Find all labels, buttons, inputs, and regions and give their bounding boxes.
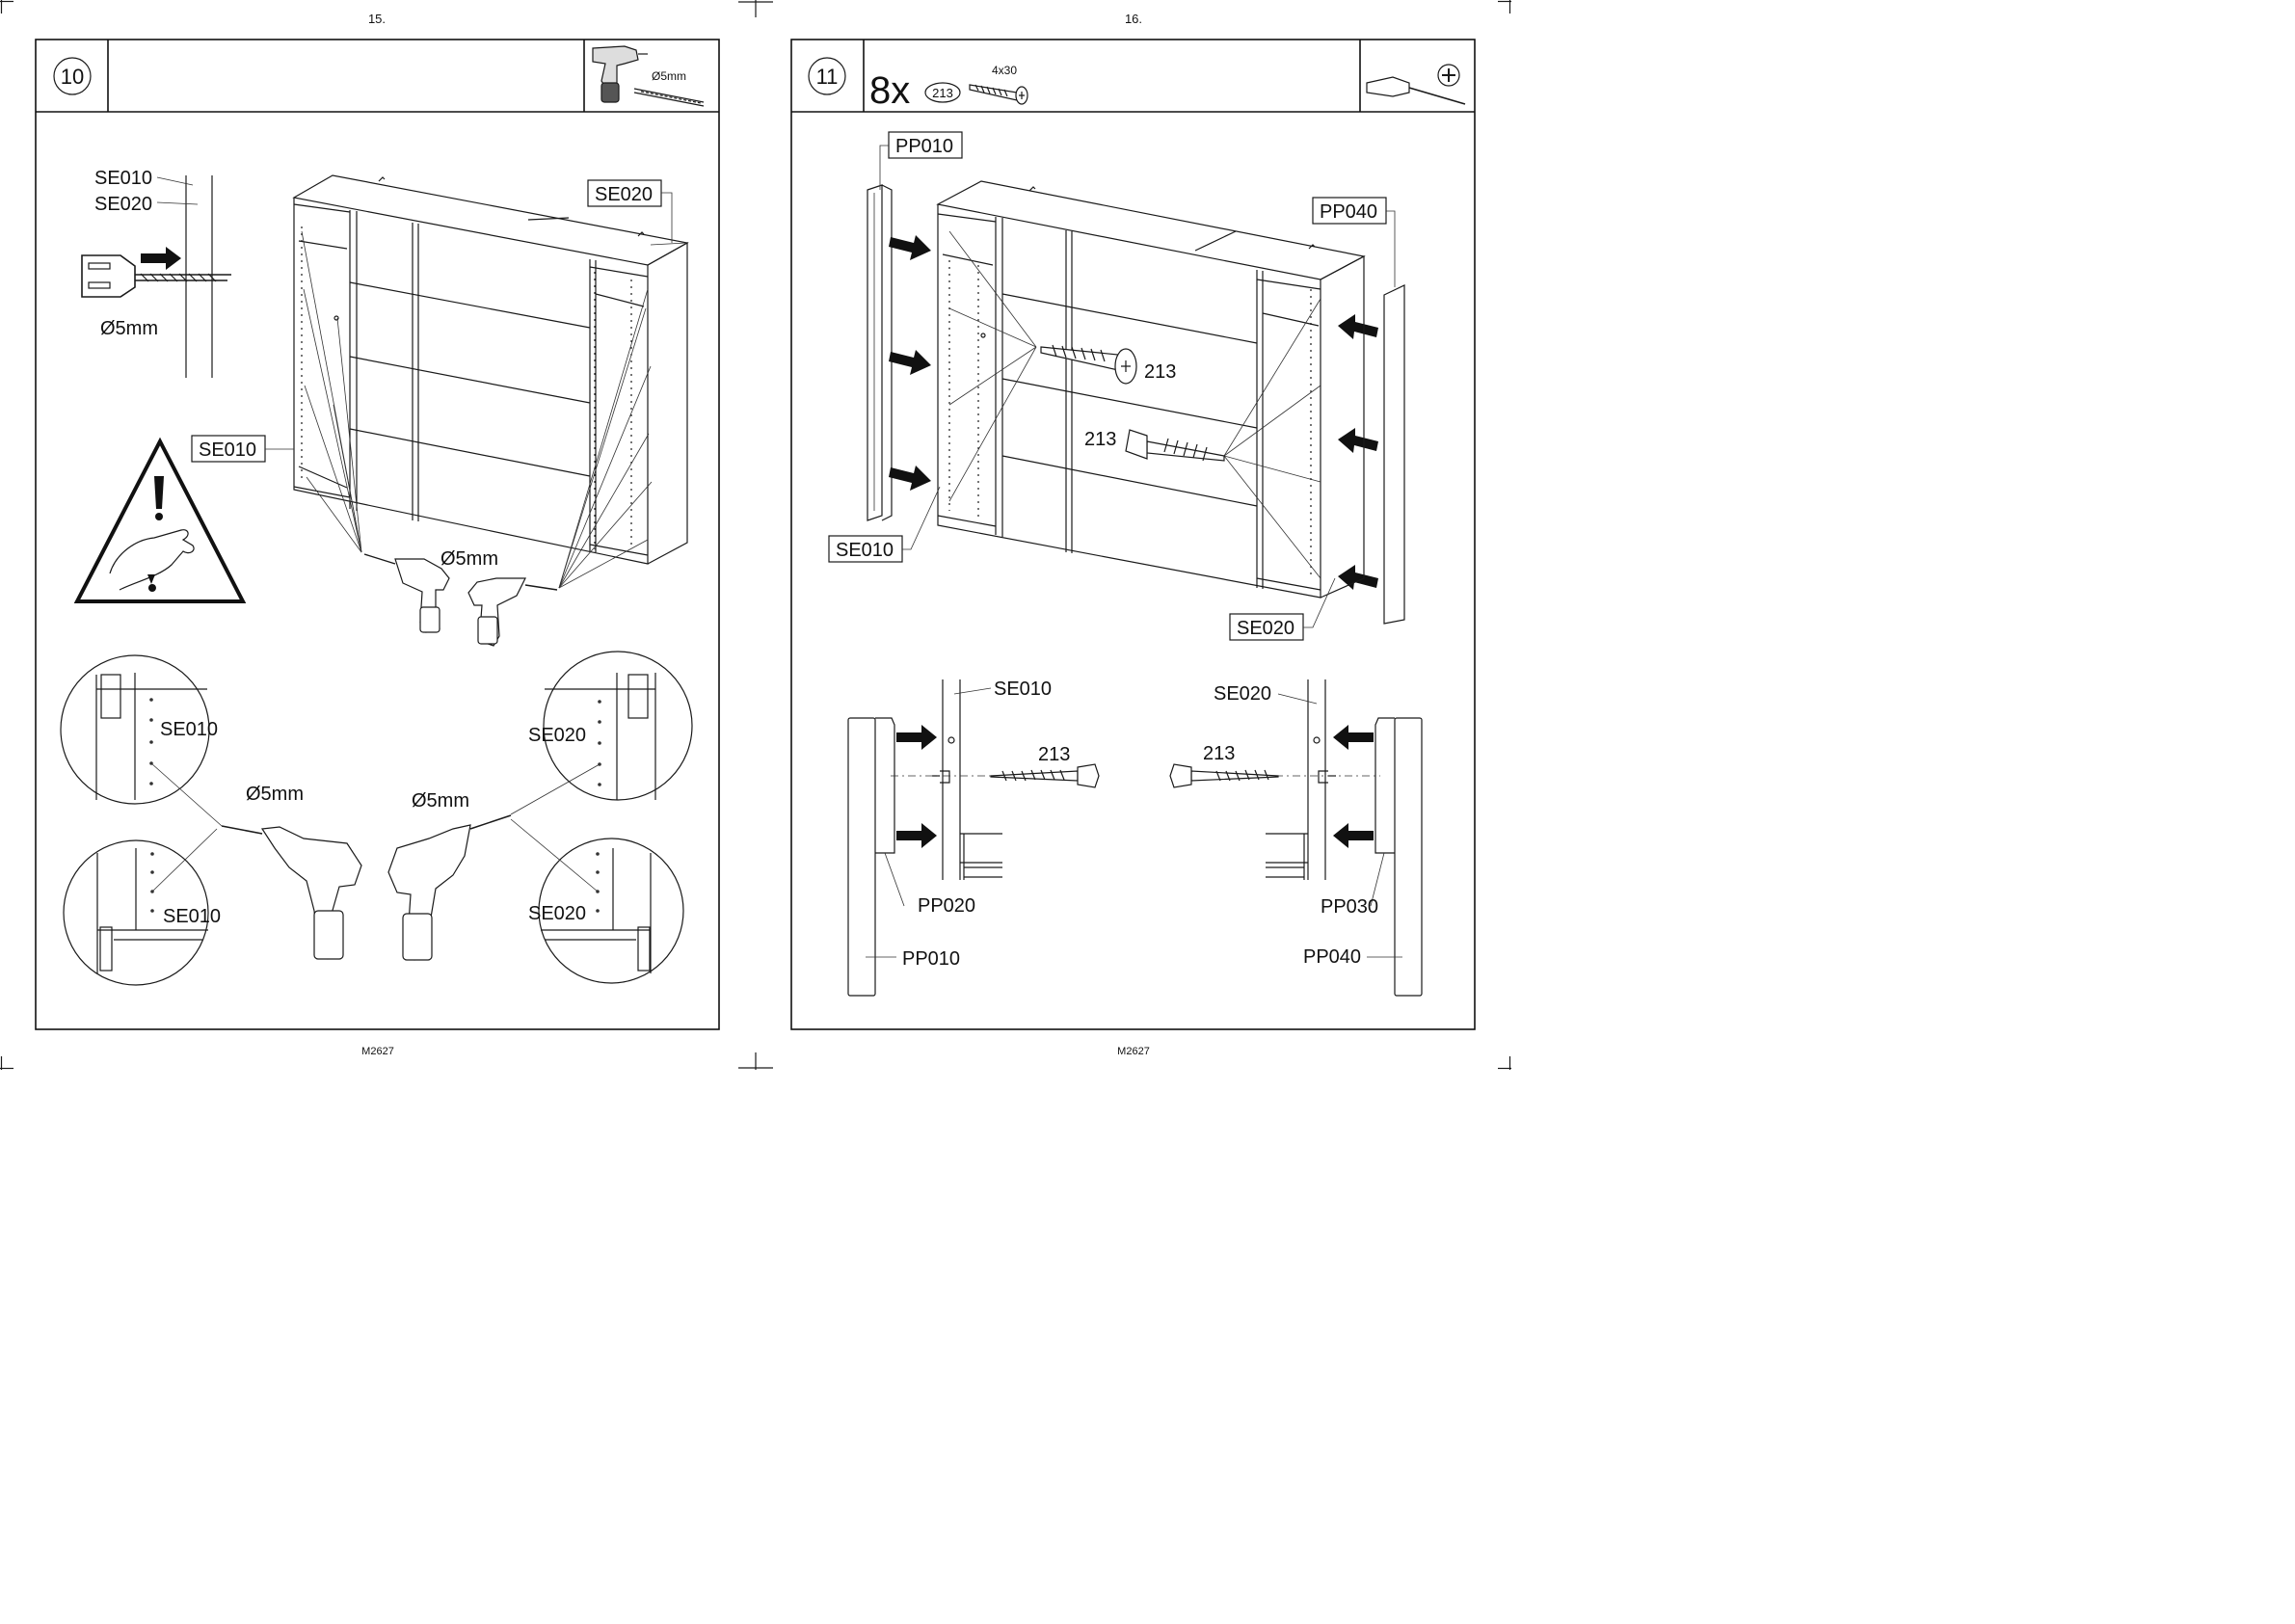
circle-bl-label: SE010 [163,906,221,927]
quantity: 8x [869,69,910,112]
crop-marks [0,0,1511,1070]
se020-label: SE020 [1237,618,1294,639]
se010-label: SE010 [836,540,894,561]
circle-tl-label: SE010 [160,719,218,740]
se020-cabinet-label: SE020 [595,184,653,205]
screw-icon [970,85,1027,104]
screw-213-upper-icon [1041,345,1136,384]
page-number: 16. [1125,12,1142,26]
page-number: 15. [368,12,386,26]
detail-pp020-label: PP020 [918,895,975,917]
screw-lower-label: 213 [1084,429,1116,450]
assembly-instruction-spread: 15. 10 Ø5mm SE010 SE020 [0,0,1511,1070]
side-panel-pp040 [1384,285,1404,624]
detail-circle-bottom-left: SE010 [64,840,221,985]
detail-right-arrows [1333,725,1374,848]
page-footer: M2627 [1117,1046,1150,1057]
detail-pp040-label: PP040 [1303,946,1361,968]
pp040-label: PP040 [1320,201,1377,223]
drill-right-icon [468,578,557,646]
circle-br-label: SE020 [528,903,586,924]
warning-triangle-icon [77,441,243,601]
cabinet-diagram [938,181,1364,598]
side-panel-pp010 [867,185,892,520]
se010-cabinet-label: SE010 [199,439,256,461]
drill-left-icon [364,554,449,632]
arrows-left-side [889,235,931,491]
circle-tr-label: SE020 [528,725,586,746]
circle-leader-lines [151,763,600,892]
part-number: 213 [932,86,953,100]
page-15: 15. 10 Ø5mm SE010 SE020 [36,12,719,1057]
se010-label-top: SE010 [94,168,152,189]
arrows-right-side [1338,314,1378,590]
detail-pp010-label: PP010 [902,948,960,970]
page-frame [791,40,1475,1029]
detail-right-joint [1170,679,1422,996]
drill-bit-icon [634,89,704,106]
arrow-right-icon [141,247,181,270]
detail-circle-top-left: SE010 [61,655,218,804]
screwdriver-icon [1367,65,1465,104]
drill-size-detail: Ø5mm [100,318,158,339]
step-number: 11 [816,65,839,89]
large-drill-left-icon [222,826,361,959]
screw-upper-label: 213 [1144,361,1176,383]
large-drill-right-icon [388,815,511,960]
page-16: 16. 11 8x 213 4x30 PP010 [791,12,1475,1057]
panel-drill-detail: SE010 SE020 Ø5mm [82,168,231,378]
screw-213-lower-icon [1126,430,1224,461]
drill-size-left: Ø5mm [246,784,304,805]
detail-213-right: 213 [1203,743,1235,764]
detail-circle-bottom-right: SE020 [528,839,683,983]
drill-bit-size: Ø5mm [652,69,686,83]
page-footer: M2627 [361,1046,394,1057]
detail-left-arrows [896,725,937,848]
drill-size-center: Ø5mm [440,548,498,570]
screw-size: 4x30 [992,64,1017,77]
step-number: 10 [61,65,84,89]
detail-se010-label: SE010 [994,679,1052,700]
detail-213-left: 213 [1038,744,1070,765]
drill-leader-lines [302,231,652,588]
detail-se020-label: SE020 [1214,683,1271,705]
detail-pp030-label: PP030 [1321,896,1378,918]
pp010-label: PP010 [895,136,953,157]
drill-size-right: Ø5mm [412,790,469,812]
detail-circle-top-right: SE020 [528,652,692,800]
detail-left-joint [848,679,1099,996]
se020-label-top: SE020 [94,194,152,215]
